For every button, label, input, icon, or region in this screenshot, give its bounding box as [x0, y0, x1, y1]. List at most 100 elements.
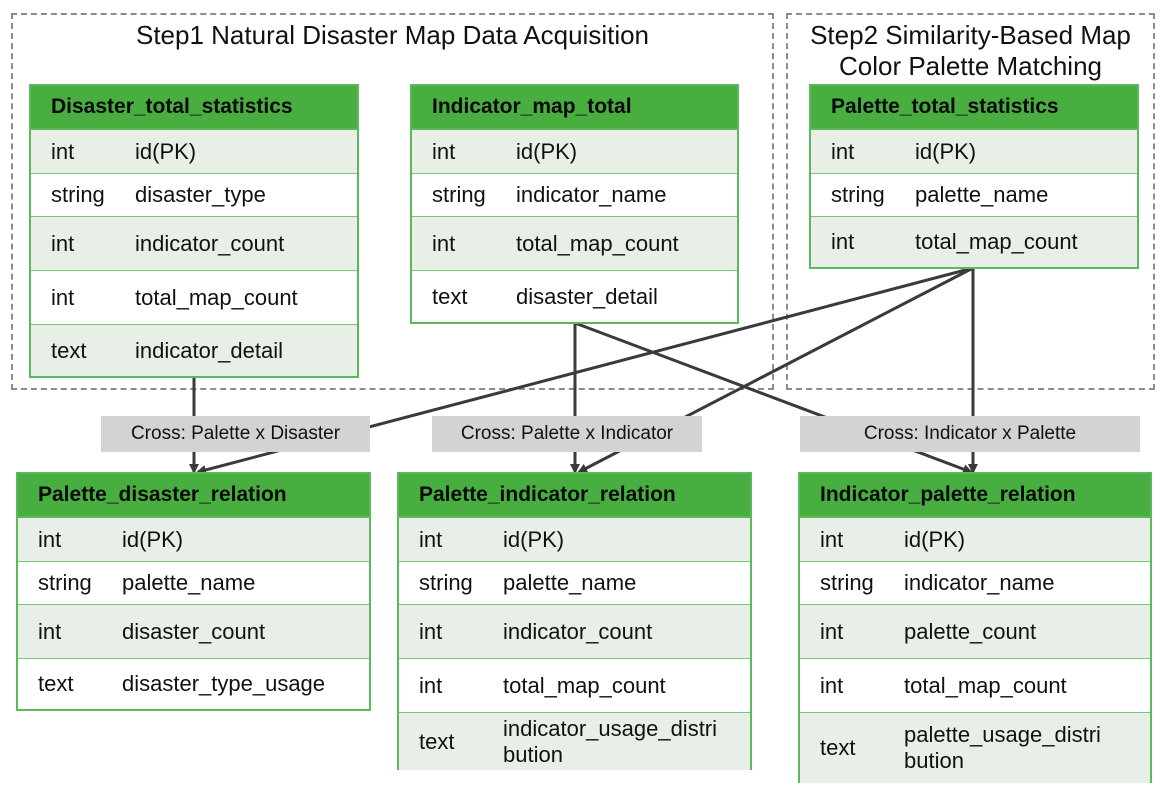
field-type: string — [38, 570, 92, 595]
field-type: int — [831, 138, 855, 164]
table-row: int id(PK) — [800, 518, 1150, 561]
field-name: indicator_count — [503, 618, 653, 644]
step2-title-line1: Step2 Similarity-Based Map — [810, 20, 1131, 50]
table-row: string indicator_name — [412, 173, 737, 216]
table-disaster-total-statistics: Disaster_total_statistics int id(PK) str… — [29, 84, 359, 378]
table-indicator-palette-relation: Indicator_palette_relation int id(PK) st… — [798, 472, 1152, 783]
field-name: id(PK) — [516, 138, 578, 164]
field-name: indicator_name — [516, 182, 667, 207]
table-header: Indicator_map_total — [412, 86, 737, 130]
table-row: string palette_name — [18, 561, 369, 604]
field-type: string — [51, 182, 105, 207]
field-name: id(PK) — [904, 526, 966, 552]
table-row: string disaster_type — [31, 173, 357, 216]
step2-title-line2: Color Palette Matching — [838, 51, 1103, 81]
table-header: Palette_total_statistics — [811, 86, 1137, 130]
field-type: text — [419, 728, 455, 754]
field-type: text — [38, 671, 74, 696]
field-type: int — [51, 138, 75, 164]
field-name: indicator_detail — [135, 337, 283, 363]
field-type: string — [820, 570, 874, 595]
table-row: int indicator_count — [399, 604, 750, 658]
table-row: int total_map_count — [399, 658, 750, 712]
field-type: int — [820, 526, 844, 552]
table-row: text palette_usage_distri bution — [800, 712, 1150, 783]
field-name: id(PK) — [135, 138, 197, 164]
field-name: id(PK) — [915, 138, 977, 164]
field-type: int — [820, 618, 844, 644]
field-name: id(PK) — [503, 526, 565, 552]
field-type: string — [419, 570, 473, 595]
field-name: palette_name — [122, 570, 256, 595]
step2-group — [786, 13, 1155, 390]
cross-label-palette-disaster: Cross: Palette x Disaster — [101, 416, 370, 452]
field-type: int — [38, 526, 62, 552]
field-type: int — [51, 230, 75, 256]
table-row: int total_map_count — [800, 658, 1150, 712]
field-type: int — [51, 284, 75, 310]
table-row: string palette_name — [811, 173, 1137, 216]
table-row: int id(PK) — [412, 130, 737, 173]
table-header: Indicator_palette_relation — [800, 474, 1150, 518]
table-row: int palette_count — [800, 604, 1150, 658]
cross-label-palette-indicator: Cross: Palette x Indicator — [432, 416, 702, 452]
field-name: disaster_count — [122, 618, 266, 644]
field-type: int — [831, 229, 855, 254]
field-name: total_map_count — [503, 672, 666, 698]
field-name: indicator_count — [135, 230, 285, 256]
table-row: int total_map_count — [811, 216, 1137, 267]
table-row: string indicator_name — [800, 561, 1150, 604]
field-type: text — [51, 337, 87, 363]
field-type: int — [432, 138, 456, 164]
table-palette-indicator-relation: Palette_indicator_relation int id(PK) st… — [397, 472, 752, 770]
table-row: int id(PK) — [399, 518, 750, 561]
table-header: Palette_indicator_relation — [399, 474, 750, 518]
field-name: indicator_name — [904, 570, 1055, 595]
step1-group — [11, 13, 774, 390]
field-name: palette_name — [503, 570, 637, 595]
table-row: int indicator_count — [31, 216, 357, 270]
table-row: string palette_name — [399, 561, 750, 604]
field-name-line2: bution — [904, 748, 964, 773]
cross-label-indicator-palette: Cross: Indicator x Palette — [800, 416, 1140, 452]
table-row: text disaster_detail — [412, 270, 737, 322]
field-type: int — [820, 672, 844, 698]
field-name-line1: palette_usage_distri — [904, 722, 1101, 747]
field-name: total_map_count — [904, 672, 1067, 698]
field-type: text — [820, 735, 856, 760]
table-row: int disaster_count — [18, 604, 369, 658]
field-name: total_map_count — [516, 230, 679, 256]
field-type: int — [419, 526, 443, 552]
field-name: disaster_type — [135, 182, 266, 207]
field-type: text — [432, 283, 468, 309]
table-row: int id(PK) — [811, 130, 1137, 173]
table-palette-disaster-relation: Palette_disaster_relation int id(PK) str… — [16, 472, 371, 711]
table-header: Palette_disaster_relation — [18, 474, 369, 518]
field-name: total_map_count — [915, 229, 1078, 254]
field-name: palette_usage_distri bution — [904, 722, 1150, 774]
table-indicator-map-total: Indicator_map_total int id(PK) string in… — [410, 84, 739, 324]
table-row: text indicator_usage_distri bution — [399, 712, 750, 770]
field-name: id(PK) — [122, 526, 184, 552]
field-name: palette_count — [904, 618, 1037, 644]
field-type: int — [419, 672, 443, 698]
table-row: int id(PK) — [31, 130, 357, 173]
table-row: int total_map_count — [31, 270, 357, 324]
field-name: palette_name — [915, 182, 1049, 207]
field-type: int — [432, 230, 456, 256]
table-row: int total_map_count — [412, 216, 737, 270]
table-row: text indicator_detail — [31, 324, 357, 376]
field-type: string — [432, 182, 486, 207]
step1-title: Step1 Natural Disaster Map Data Acquisit… — [135, 20, 650, 50]
field-type: int — [419, 618, 443, 644]
field-name: total_map_count — [135, 284, 298, 310]
step2-title: Step2 Similarity-Based Map Color Palette… — [786, 20, 1155, 82]
table-palette-total-statistics: Palette_total_statistics int id(PK) stri… — [809, 84, 1139, 269]
field-name: disaster_type_usage — [122, 671, 326, 696]
field-name-line2: bution — [503, 741, 563, 767]
table-header: Disaster_total_statistics — [31, 86, 357, 130]
field-type: string — [831, 182, 885, 207]
field-name: indicator_usage_distri bution — [503, 716, 750, 768]
table-row: text disaster_type_usage — [18, 658, 369, 709]
table-row: int id(PK) — [18, 518, 369, 561]
